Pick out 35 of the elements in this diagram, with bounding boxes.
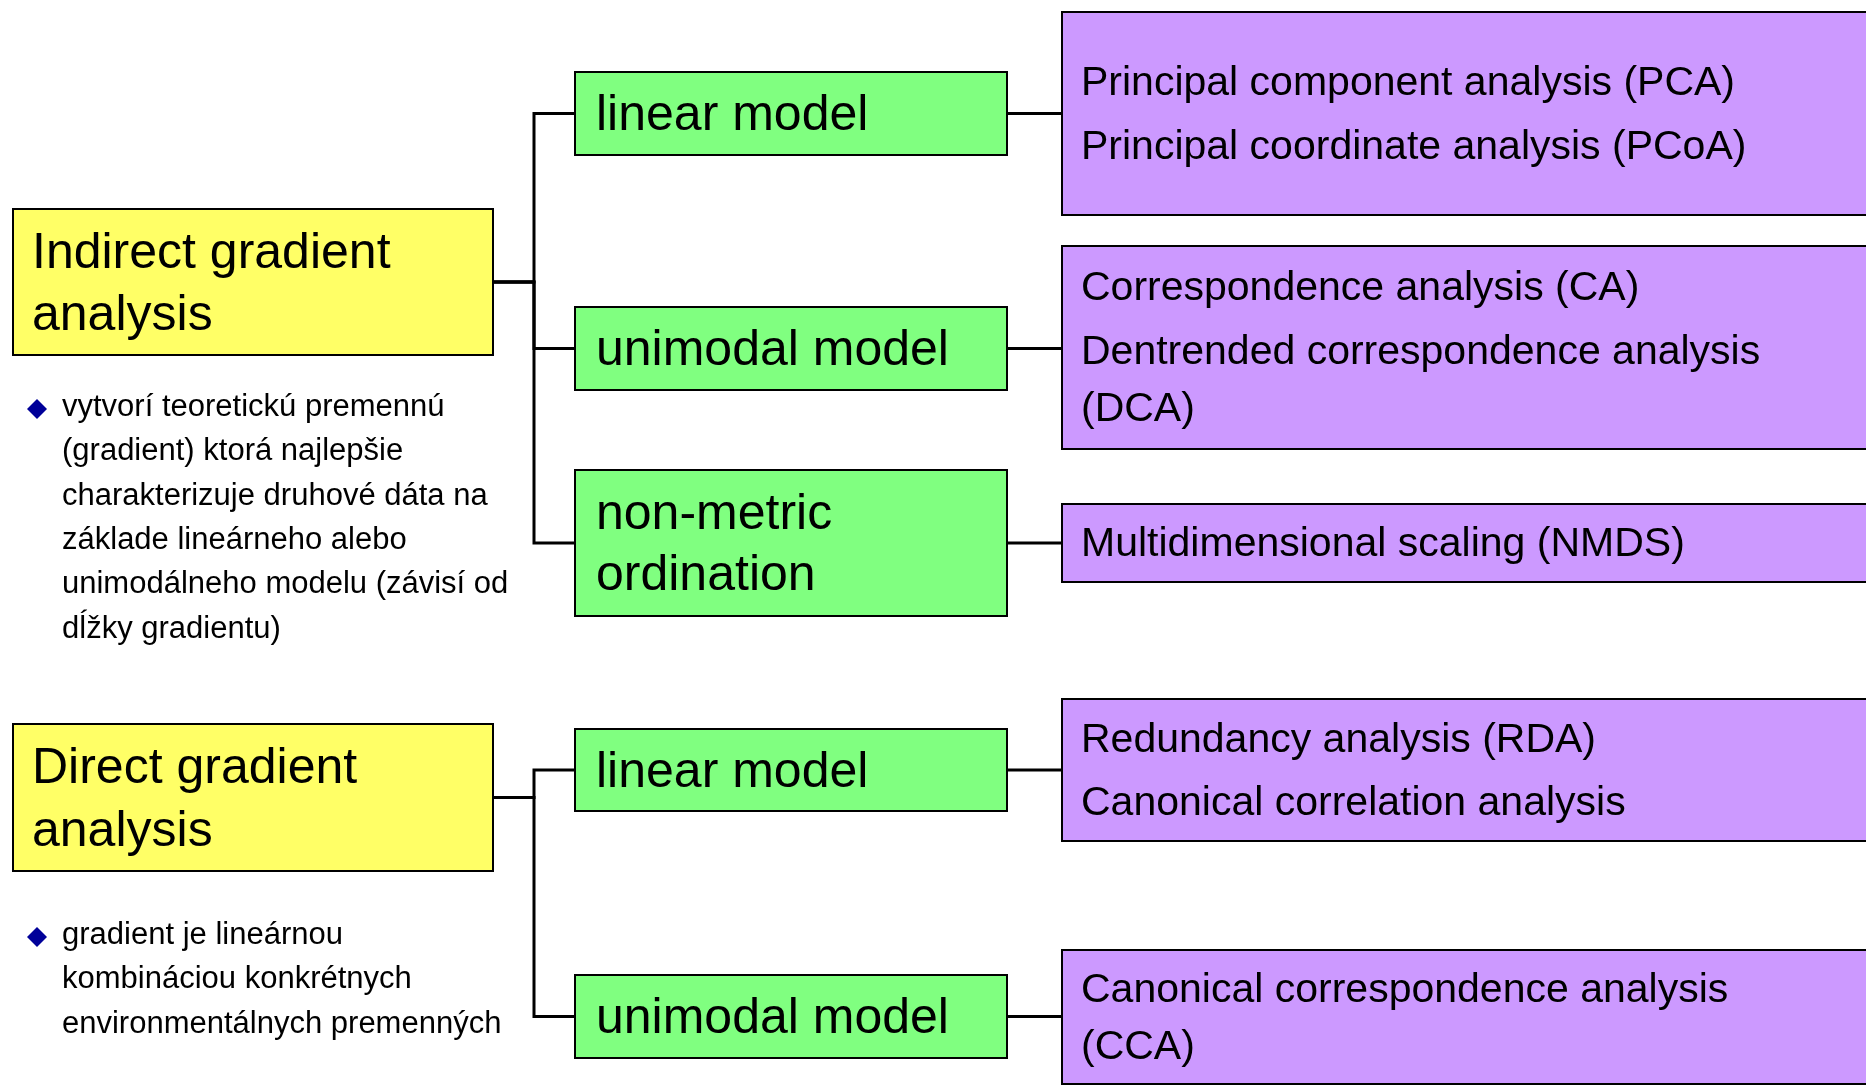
node-label: non-metric ordination bbox=[596, 483, 834, 603]
node-label: Canonical correspondence analysis (CCA) bbox=[1081, 963, 1730, 1070]
node-label: Dentrended correspondence analysis (DCA) bbox=[1081, 325, 1762, 433]
node-label: Indirect gradient analysis bbox=[32, 221, 392, 343]
method-box bbox=[1061, 503, 1866, 583]
model-box bbox=[574, 71, 1008, 156]
note-text: gradient je lineárnou kombináciou konkrétnych environmentálnych premenných bbox=[62, 915, 503, 1042]
node-label: linear model bbox=[596, 740, 870, 800]
method-box bbox=[1061, 245, 1866, 450]
model-box bbox=[574, 469, 1008, 617]
method-box bbox=[1061, 949, 1866, 1085]
node-label: Principal component analysis (PCA) bbox=[1081, 57, 1736, 107]
node-label: linear model bbox=[596, 84, 870, 143]
connector-line bbox=[494, 280, 574, 545]
node-label: Redundancy analysis (RDA) bbox=[1081, 713, 1597, 763]
node-label: Multidimensional scaling (NMDS) bbox=[1081, 518, 1686, 568]
model-box bbox=[574, 974, 1008, 1059]
method-box bbox=[1061, 11, 1866, 216]
model-box bbox=[574, 306, 1008, 391]
category-box bbox=[12, 208, 494, 356]
node-label: Direct gradient analysis bbox=[32, 737, 359, 859]
category-box bbox=[12, 723, 494, 872]
connector-line bbox=[1008, 347, 1061, 350]
node-label: Correspondence analysis (CA) bbox=[1081, 262, 1641, 312]
connector-line bbox=[1008, 768, 1061, 772]
node-label: Canonical correlation analysis bbox=[1081, 777, 1627, 826]
node-label: unimodal model bbox=[596, 987, 950, 1046]
note-text: vytvorí teoretickú premennú (gradient) ktorá najlepšie charakterizuje druhové dáta na základe lineárneho alebo unimodálneho modelu (závisí od dĺžky gradientu) bbox=[62, 387, 510, 647]
connector-line bbox=[1008, 112, 1061, 115]
connector-line bbox=[1008, 1015, 1061, 1018]
method-box bbox=[1061, 698, 1866, 842]
model-box bbox=[574, 728, 1008, 812]
node-label: Principal coordinate analysis (PCoA) bbox=[1081, 120, 1748, 170]
node-label: unimodal model bbox=[596, 319, 950, 378]
connector-line bbox=[1008, 541, 1061, 545]
